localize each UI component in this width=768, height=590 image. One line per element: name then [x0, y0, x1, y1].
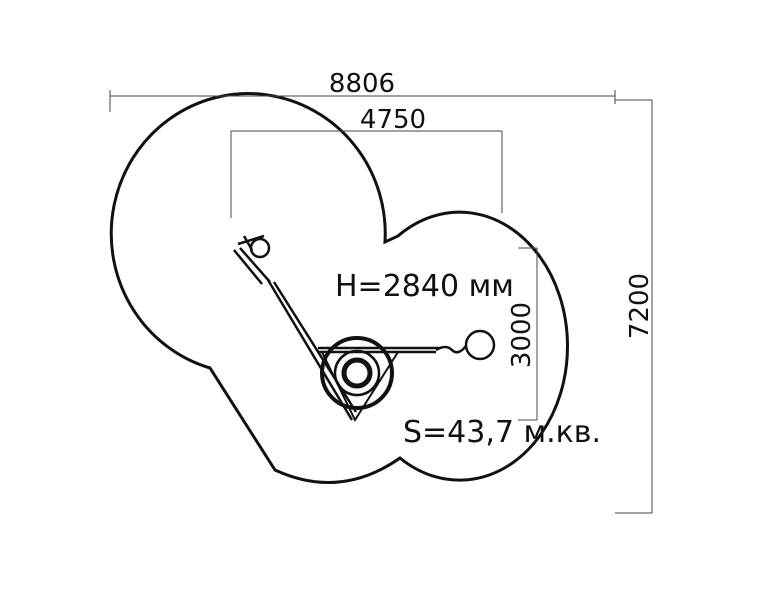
area-annotation: S=43,7 м.кв. — [403, 415, 601, 450]
dimension-inner-depth: 3000 — [507, 247, 538, 421]
dimension-total-width: 8806 — [109, 69, 616, 112]
carousel-equipment — [233, 234, 496, 423]
svg-text:8806: 8806 — [329, 69, 395, 99]
svg-text:7200: 7200 — [625, 273, 655, 339]
dimension-inner-width: 4750 — [230, 105, 503, 218]
svg-text:4750: 4750 — [360, 105, 426, 135]
dimension-total-depth: 7200 — [615, 99, 655, 514]
height-annotation: H=2840 мм — [335, 269, 514, 304]
svg-text:3000: 3000 — [507, 302, 537, 368]
safety-zone-outline — [109, 92, 569, 484]
